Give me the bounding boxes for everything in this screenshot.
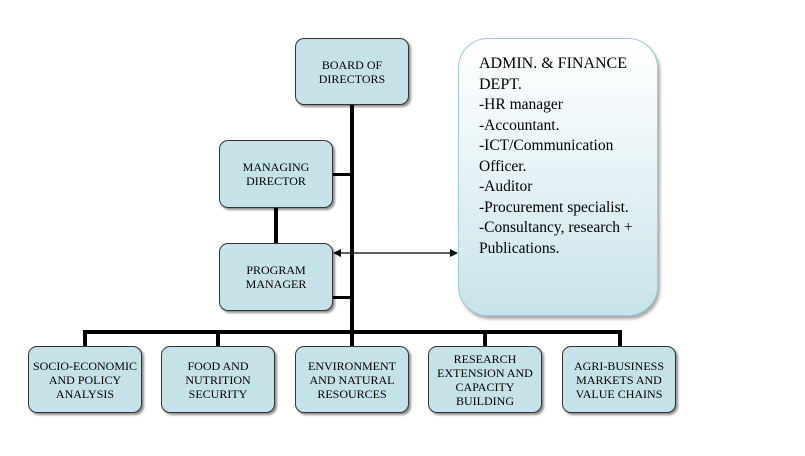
drop-line-2 <box>216 330 220 347</box>
board-of-directors-box: BOARD OF DIRECTORS <box>295 38 409 105</box>
program-manager-label: PROGRAM MANAGER <box>245 263 307 291</box>
program-manager-box: PROGRAM MANAGER <box>219 243 333 311</box>
md-pm-connector <box>274 208 278 244</box>
admin-item: -ICT/Communication Officer. <box>479 137 614 175</box>
drop-line-4 <box>483 330 487 347</box>
department-label: FOOD AND NUTRITION SECURITY <box>185 358 251 401</box>
department-box-environment: ENVIRONMENT AND NATURAL RESOURCES <box>295 346 409 413</box>
admin-item: -Accountant. <box>479 116 560 134</box>
department-label: ENVIRONMENT AND NATURAL RESOURCES <box>308 358 396 401</box>
department-label: RESEARCH EXTENSION AND CAPACITY BUILDING <box>437 351 533 408</box>
department-box-food-nutrition: FOOD AND NUTRITION SECURITY <box>161 346 275 413</box>
admin-item: -Consultancy, research + Publications. <box>479 219 633 257</box>
drop-line-3 <box>350 330 354 347</box>
admin-finance-title: ADMIN. & FINANCE DEPT. <box>479 55 627 93</box>
managing-director-box: MANAGING DIRECTOR <box>219 140 333 208</box>
admin-item: -HR manager <box>479 96 563 113</box>
admin-finance-list: -HR manager -Accountant. -ICT/Communicat… <box>479 95 645 259</box>
drop-line-5 <box>618 330 622 347</box>
md-connector <box>333 173 352 176</box>
trunk-line <box>350 104 354 332</box>
board-of-directors-label: BOARD OF DIRECTORS <box>318 57 386 86</box>
admin-item: -Procurement specialist. <box>479 198 629 216</box>
department-box-socio-economic: SOCIO-ECONOMIC AND POLICY ANALYSIS <box>28 346 142 413</box>
department-label: SOCIO-ECONOMIC AND POLICY ANALYSIS <box>32 358 137 401</box>
department-box-agri-business: AGRI-BUSINESS MARKETS AND VALUE CHAINS <box>562 346 676 413</box>
pm-connector <box>332 296 352 299</box>
department-label: AGRI-BUSINESS MARKETS AND VALUE CHAINS <box>573 358 664 401</box>
admin-item: -Auditor <box>479 178 533 195</box>
drop-line-1 <box>83 330 87 347</box>
department-box-research: RESEARCH EXTENSION AND CAPACITY BUILDING <box>428 346 542 413</box>
managing-director-label: MANAGING DIRECTOR <box>242 160 310 188</box>
admin-finance-box: ADMIN. & FINANCE DEPT. -HR manager -Acco… <box>458 38 658 316</box>
